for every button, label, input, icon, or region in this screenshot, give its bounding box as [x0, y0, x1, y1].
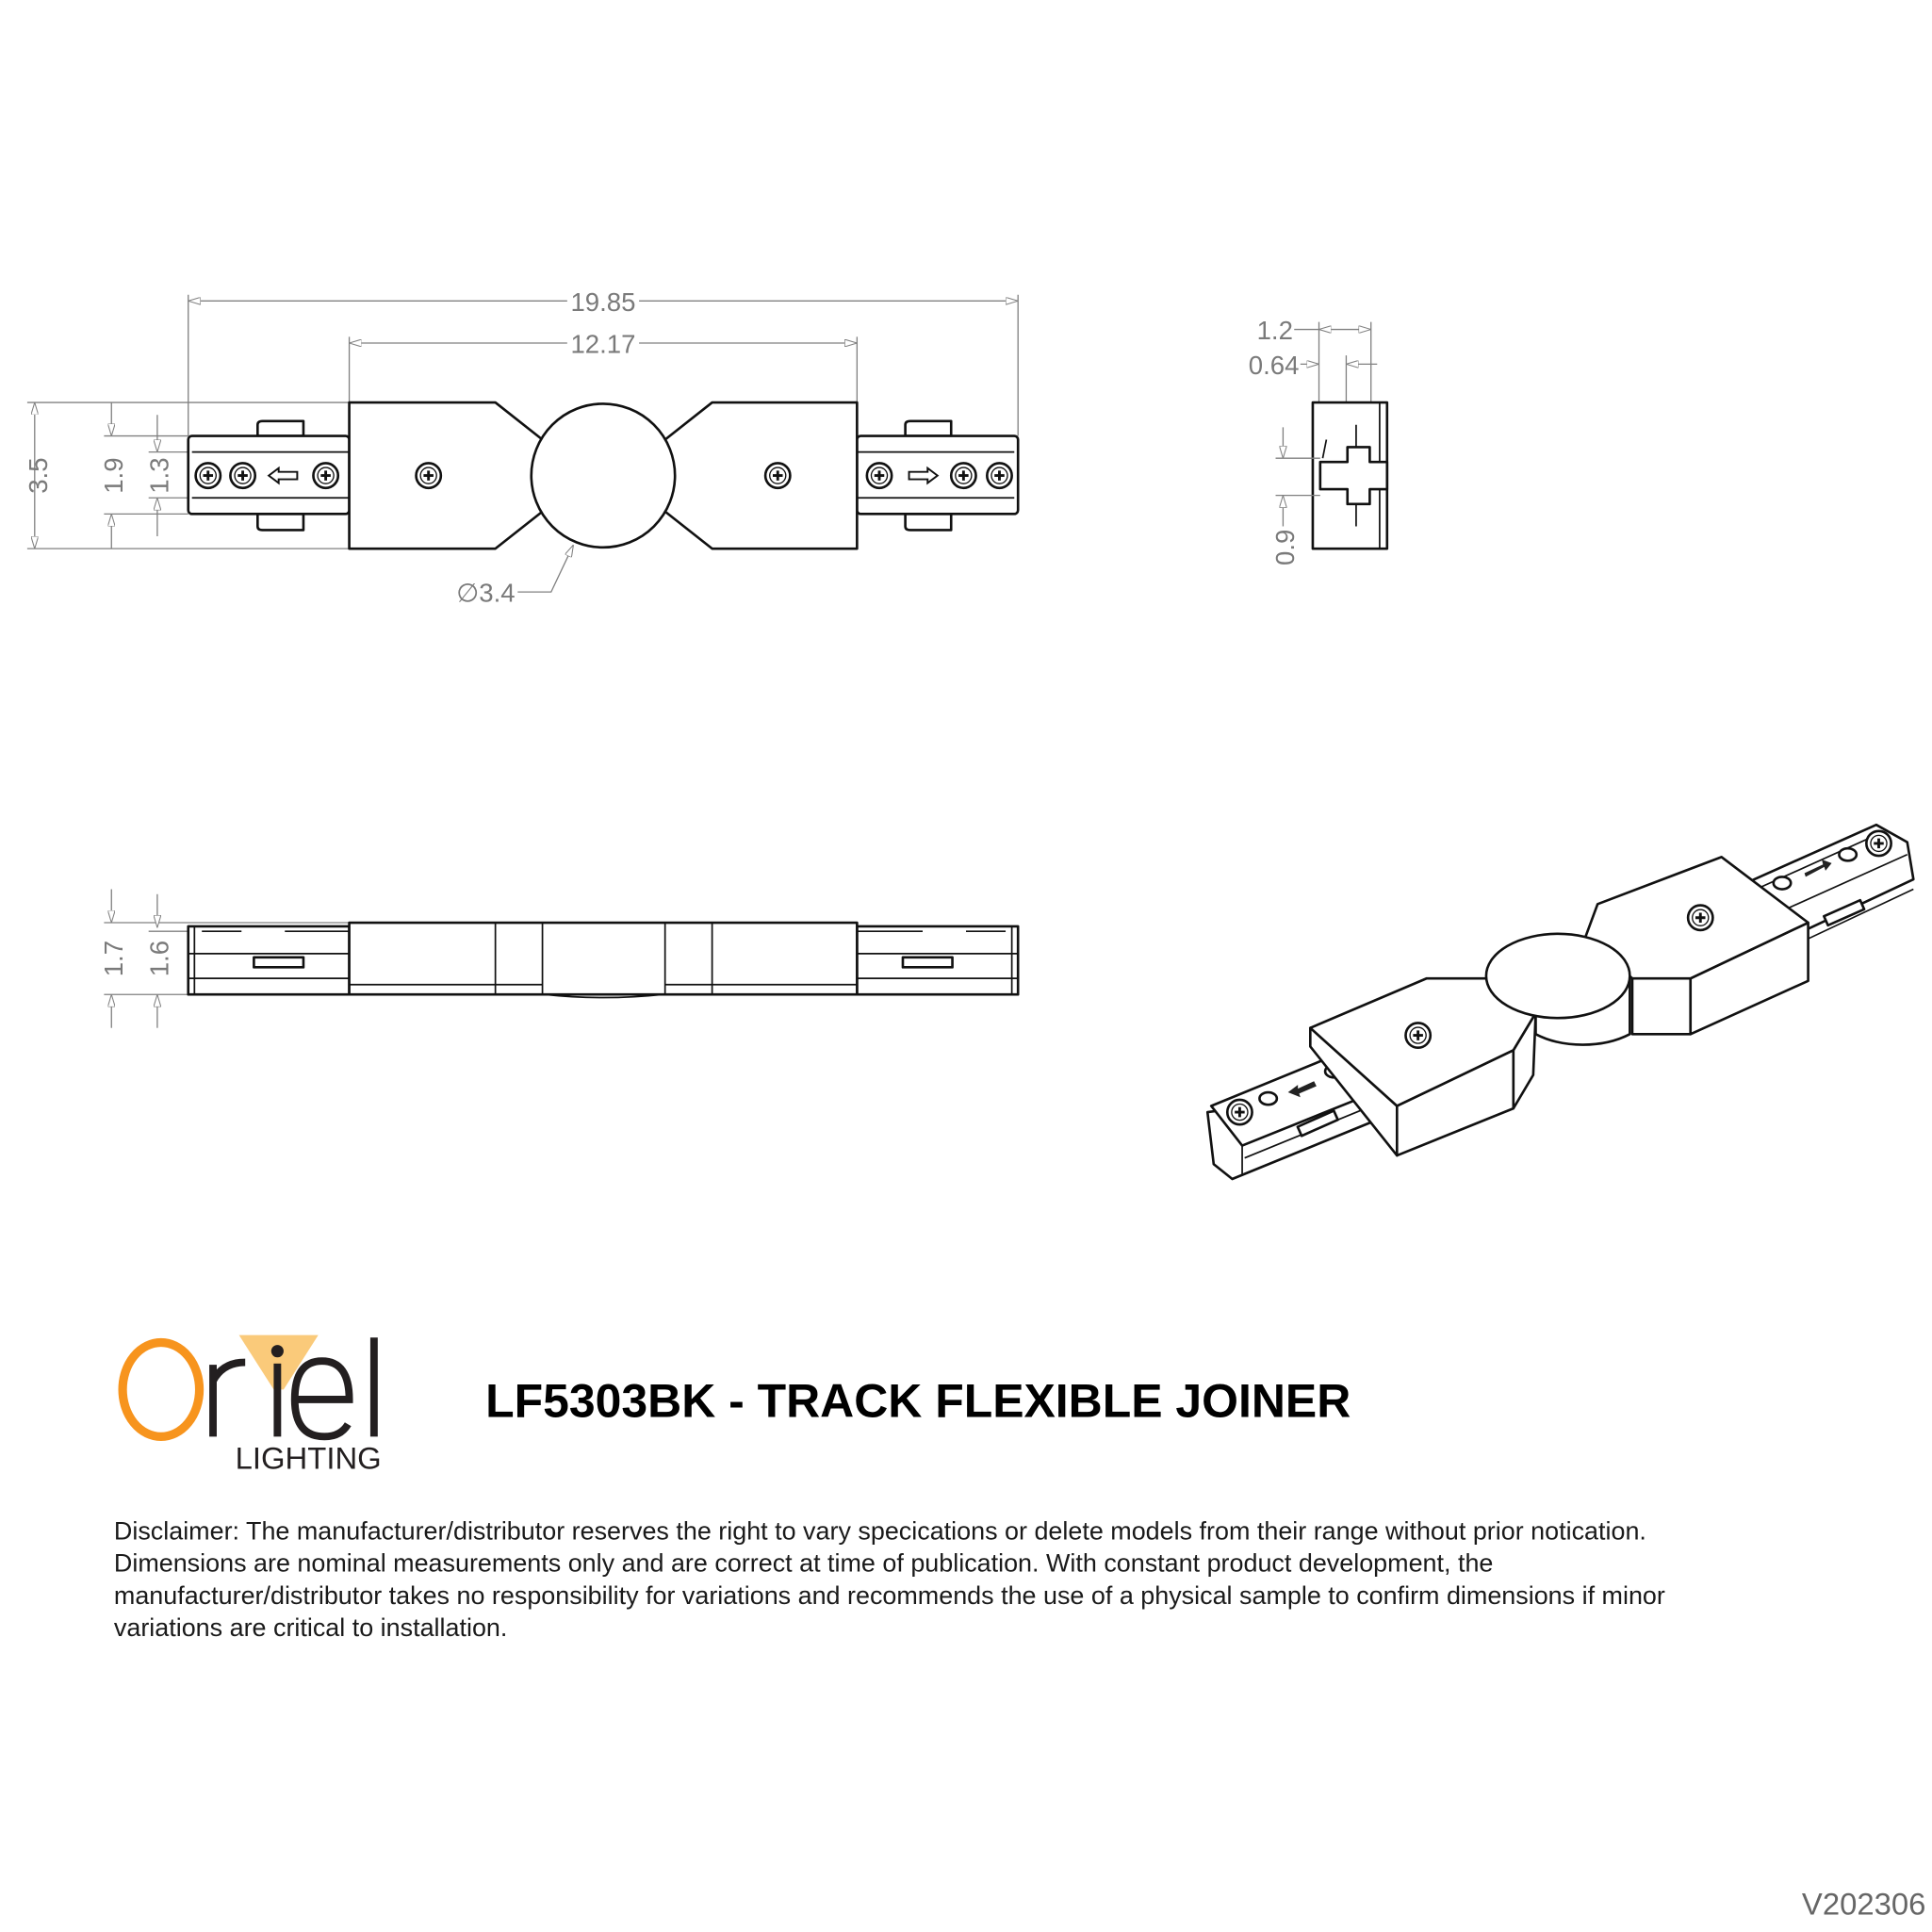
oriel-lighting-logo: LIGHTING: [118, 1334, 382, 1476]
disclaimer: Disclaimer: The manufacturer/distributor…: [114, 1516, 1665, 1642]
dim-body-length: 12.17: [570, 330, 635, 359]
top-view: 19.85 12.17 3.5 1.9 1.3: [24, 287, 1020, 608]
dim-overall-height: 3.5: [24, 457, 53, 493]
isometric-view: [1205, 823, 1915, 1181]
disclaimer-line: variations are critical to installation.: [114, 1613, 507, 1642]
screw-icon: [415, 462, 443, 490]
dim-hub-diameter: ∅3.4: [456, 579, 515, 608]
screw-icon: [1225, 1098, 1254, 1126]
page-title: LF5303BK - TRACK FLEXIBLE JOINER: [485, 1374, 1351, 1427]
dim-end-offset: 0.64: [1249, 351, 1300, 380]
screw-icon: [763, 462, 792, 490]
dim-side-height: 1.7: [99, 941, 128, 976]
screw-icon: [1404, 1022, 1433, 1050]
dim-rail-inner-height: 1.3: [145, 457, 174, 493]
logo-subtext: LIGHTING: [236, 1441, 382, 1476]
end-view: 1.2 0.64 0.9: [1249, 316, 1389, 565]
screw-icon: [1686, 904, 1714, 932]
pivot-hub: [530, 402, 677, 549]
side-view: 1.7 1.6: [99, 889, 1020, 1028]
arrow-left-icon: [267, 466, 299, 485]
arrow-right-icon: [1804, 859, 1832, 877]
dim-side-rail-height: 1.6: [145, 941, 174, 976]
dim-rail-height: 1.9: [99, 457, 128, 493]
disclaimer-line: Dimensions are nominal measurements only…: [114, 1549, 1494, 1578]
screw-icon: [865, 462, 893, 490]
dim-overall-length: 19.85: [570, 287, 635, 317]
screw-icon: [949, 462, 977, 490]
screw-icon: [194, 462, 222, 490]
disclaimer-line: Disclaimer: The manufacturer/distributor…: [114, 1516, 1646, 1545]
dim-end-width: 1.2: [1257, 316, 1293, 345]
screw-icon: [985, 462, 1014, 490]
dim-end-slot: 0.9: [1270, 530, 1300, 565]
version-label: V202306: [1802, 1887, 1926, 1922]
screw-icon: [1864, 829, 1893, 858]
pivot-hub: [1484, 932, 1631, 1020]
arrow-right-icon: [908, 466, 940, 485]
disclaimer-line: manufacturer/distributor takes no respon…: [114, 1581, 1665, 1610]
screw-icon: [312, 462, 340, 490]
arrow-left-icon: [1287, 1081, 1317, 1098]
screw-icon: [228, 462, 257, 490]
